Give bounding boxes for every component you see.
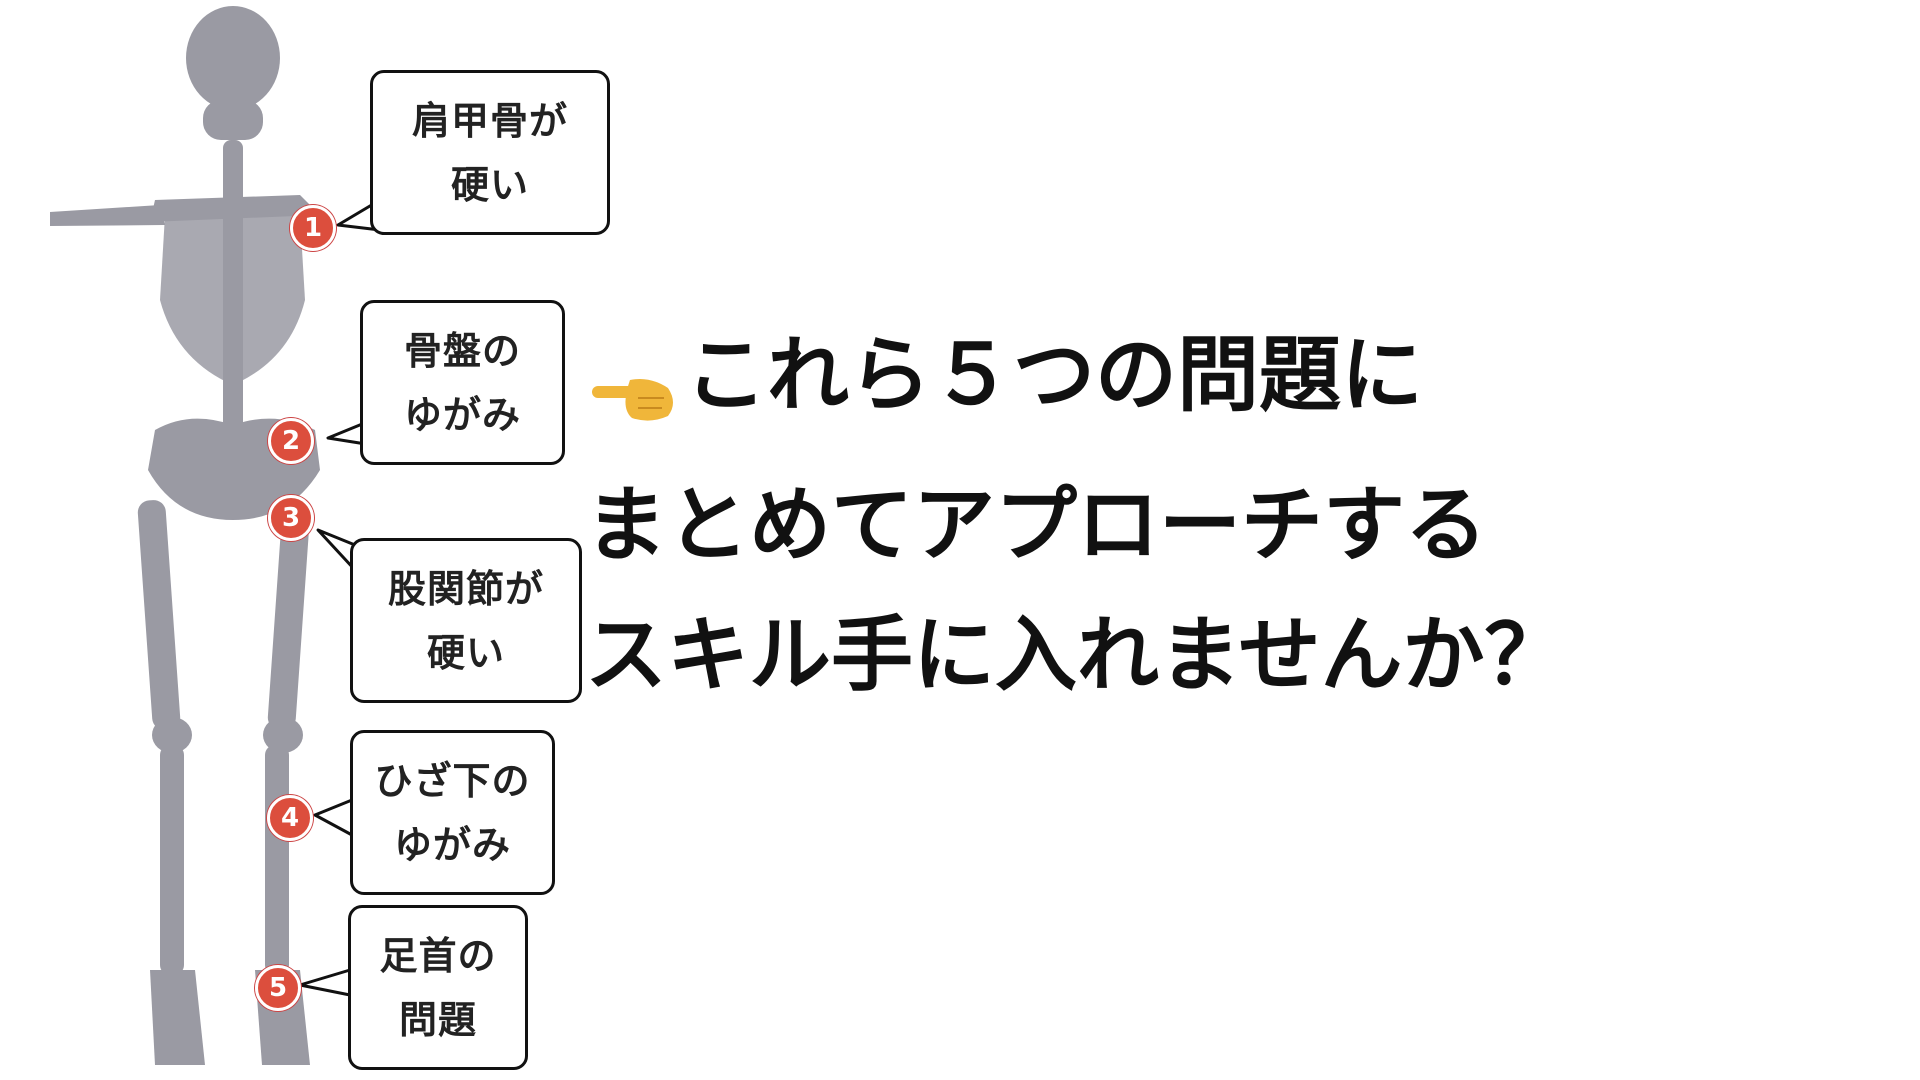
callout-ankle-line1: 足首の [379,933,497,978]
backhand-index-pointing-right-icon [592,379,673,421]
left-foot [150,970,205,1065]
callout-scapula-line1: 肩甲骨が [411,98,568,143]
right-shin [265,745,289,975]
callout-tail-4 [313,798,354,837]
jaw [203,100,263,140]
headline-line3: スキル手に入れませんか？ [585,607,1567,703]
marker-1: 1 [290,205,336,251]
left-knee [152,717,192,753]
callout-pelvis-line1: 骨盤の [403,328,521,373]
right-femur [267,500,311,730]
headline-line1: これら５つの問題に [685,327,1424,423]
marker-3: 3 [268,495,314,541]
skull [186,6,280,110]
marker-2: 2 [268,418,314,464]
callout-lower-leg-line1: ひざ下の [374,758,531,803]
callout-ankle: 足首の 問題 [348,905,528,1070]
callout-scapula-line2: 硬い [450,162,529,207]
left-arm [50,205,165,226]
marker-5: 5 [255,965,301,1011]
callout-scapula: 肩甲骨が 硬い [370,70,610,235]
callout-lower-leg-line2: ゆがみ [393,822,511,867]
callout-hip-joint-line1: 股関節が [387,566,544,611]
left-shin [160,745,184,975]
headline-line2: まとめてアプローチする [585,477,1488,573]
callout-pelvis: 骨盤の ゆがみ [360,300,565,465]
callout-tail-5 [298,968,352,997]
callout-pelvis-line2: ゆがみ [403,392,521,437]
headline: これら５つの問題に まとめてアプローチする スキル手に入れませんか？ [585,330,1567,770]
marker-4: 4 [267,795,313,841]
callout-hip-joint: 股関節が 硬い [350,538,582,703]
right-knee [263,717,303,753]
left-femur [137,500,181,730]
callout-hip-joint-line2: 硬い [426,630,505,675]
rib-cage [160,207,305,385]
callout-ankle-line2: 問題 [398,997,477,1042]
callout-lower-leg: ひざ下の ゆがみ [350,730,555,895]
